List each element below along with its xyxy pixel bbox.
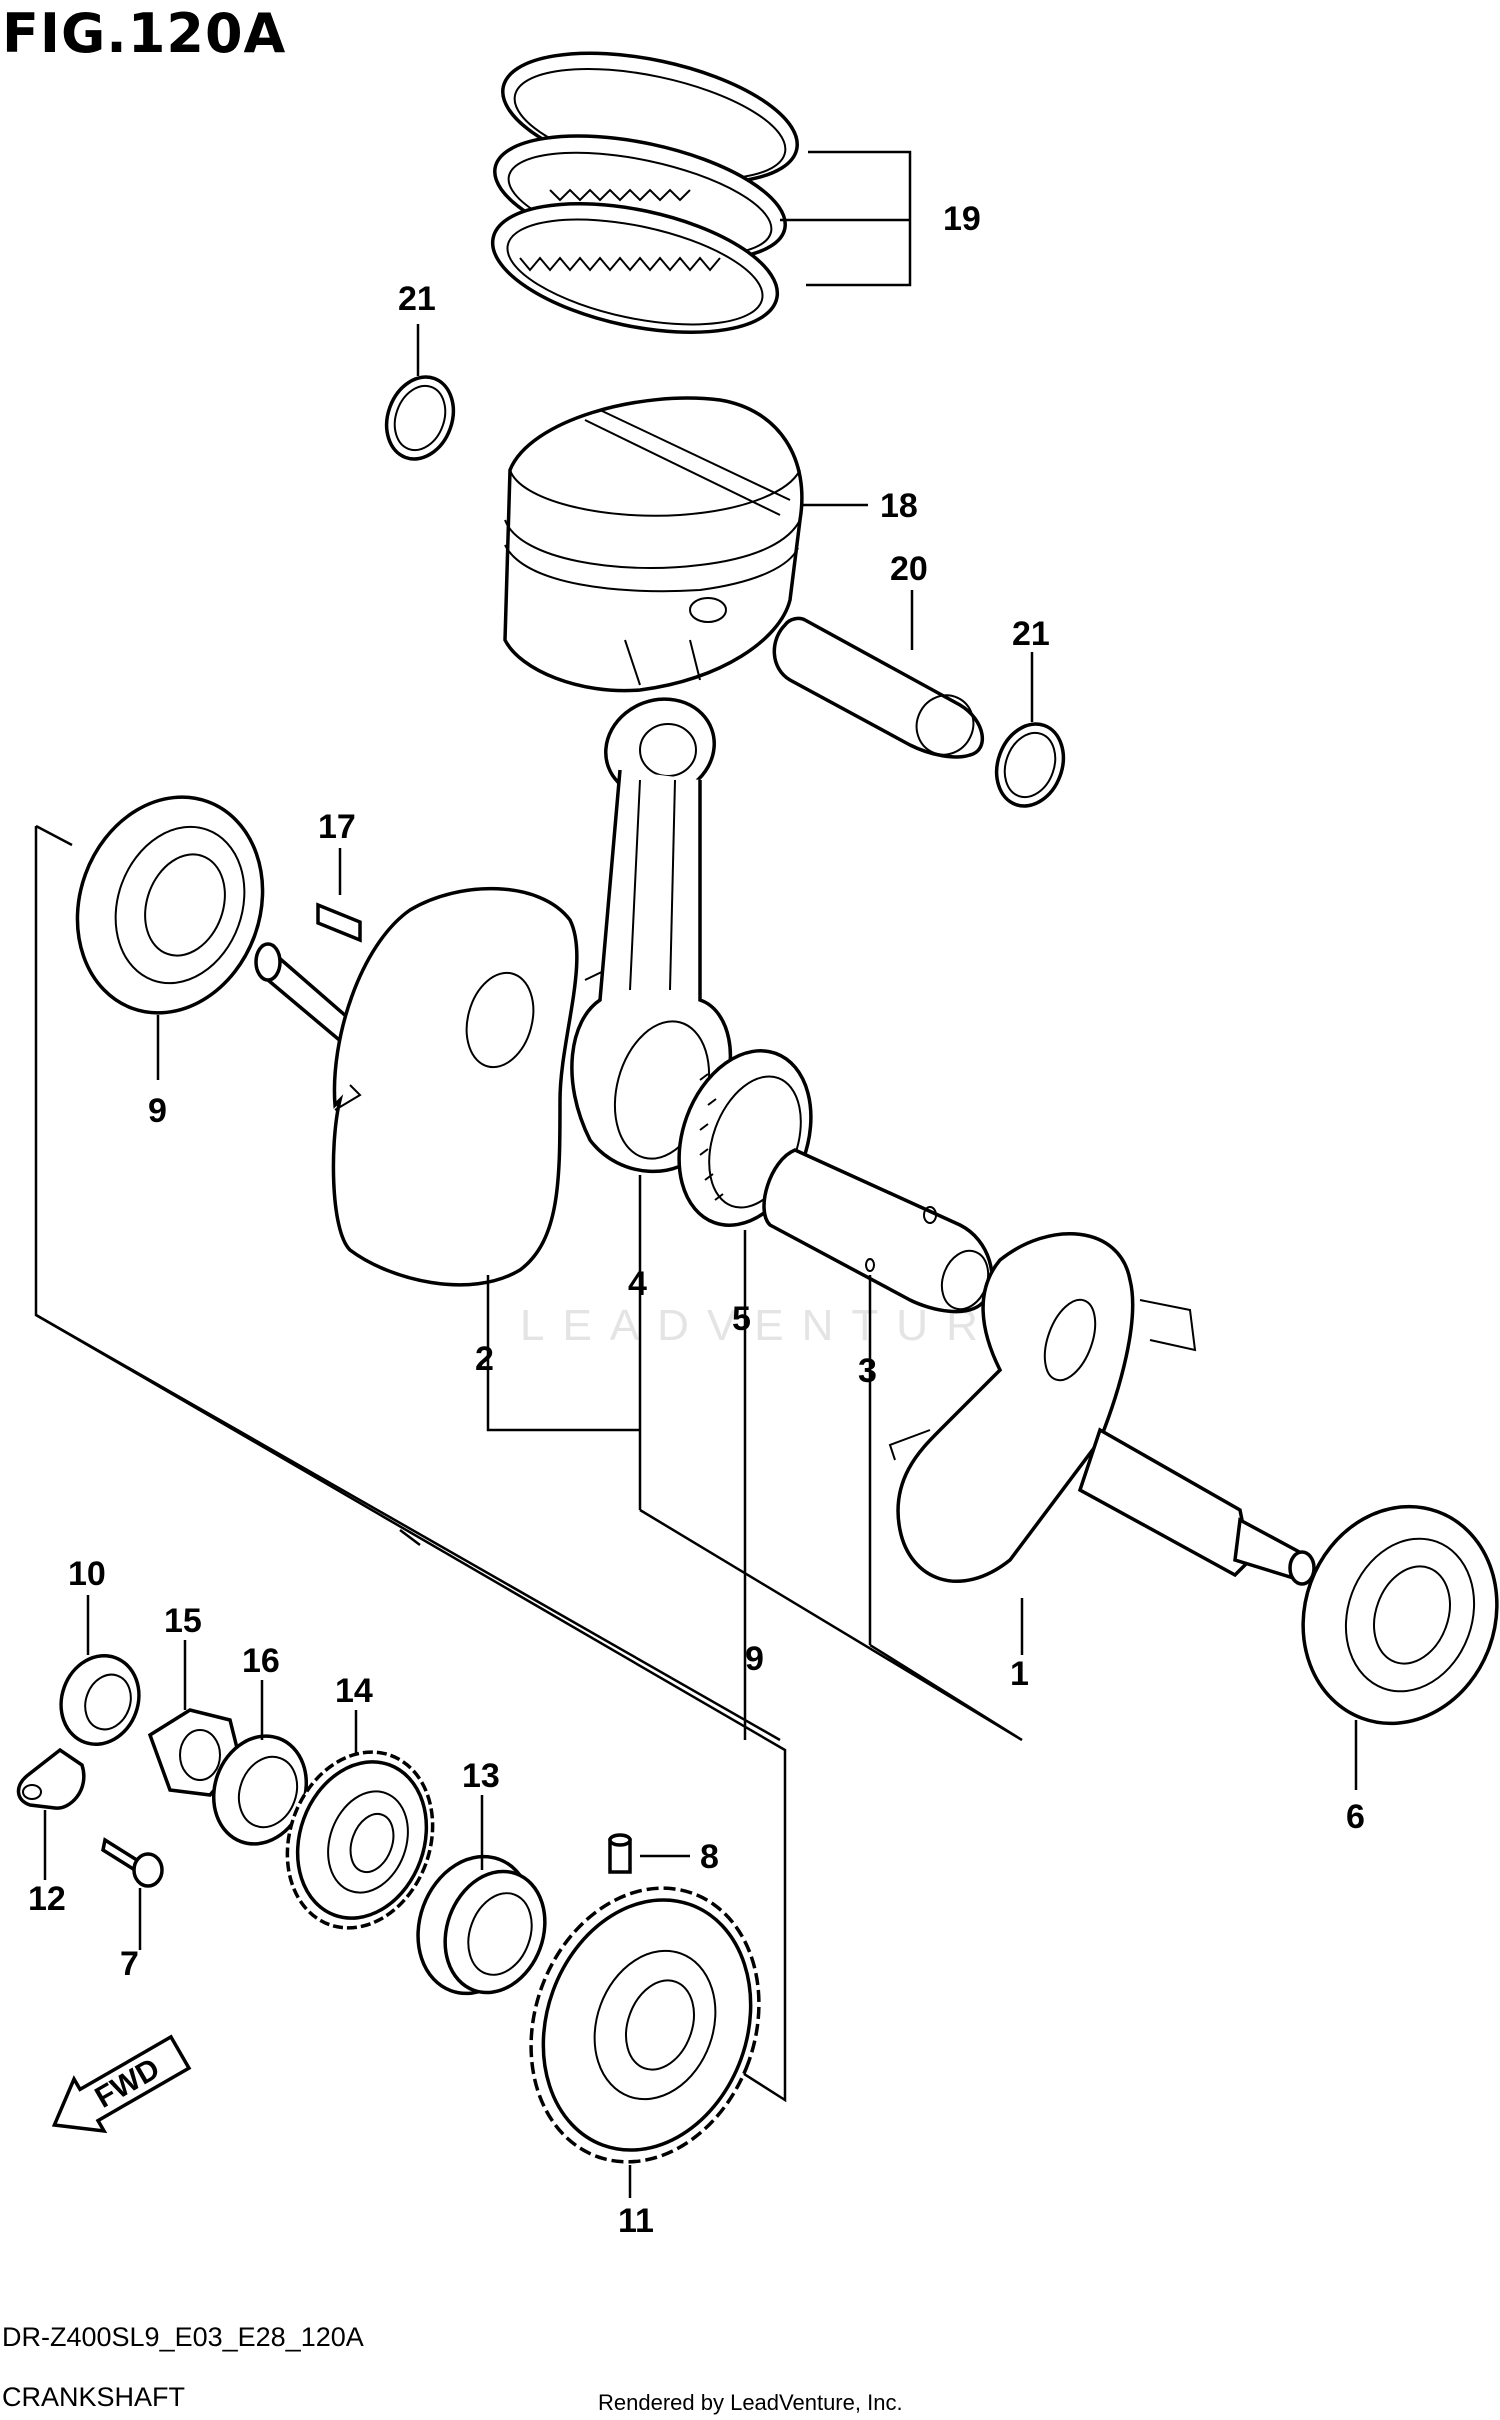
piston-pin[interactable] xyxy=(772,616,985,764)
oil-seal[interactable] xyxy=(49,1645,151,1756)
callout-21a: 21 xyxy=(398,280,436,318)
callout-17: 17 xyxy=(318,808,356,846)
callout-15: 15 xyxy=(164,1602,202,1640)
callout-12: 7 xyxy=(120,1945,139,1983)
render-credit: Rendered by LeadVenture, Inc. xyxy=(598,2390,903,2415)
dowel-pin[interactable] xyxy=(608,1833,632,1874)
callout-4: 5 xyxy=(732,1300,751,1338)
primary-drive-gear[interactable] xyxy=(263,1731,456,1948)
forward-direction-arrow: FWD xyxy=(51,2034,192,2134)
callout-2: 4 xyxy=(628,1265,647,1303)
callout-20: 20 xyxy=(890,550,928,588)
callout-16: 16 xyxy=(242,1642,280,1680)
balancer-drive-gear[interactable] xyxy=(494,1856,796,2194)
circlip-left[interactable] xyxy=(376,368,465,469)
piston-rings[interactable] xyxy=(481,30,809,355)
circlip-right[interactable] xyxy=(986,715,1075,816)
figure-title: FIG.120A xyxy=(2,2,286,65)
piston[interactable] xyxy=(503,396,804,693)
callout-13: 13 xyxy=(462,1757,500,1795)
leader-5 xyxy=(486,1275,640,1432)
callout-9b: 6 xyxy=(1346,1798,1365,1836)
callout-1: 9 xyxy=(745,1640,764,1678)
callout-6: 1 xyxy=(1010,1655,1029,1693)
leader-19 xyxy=(780,150,912,287)
woodruff-key[interactable] xyxy=(316,902,362,943)
crankshaft-left-half[interactable] xyxy=(254,886,651,1287)
callout-21b: 21 xyxy=(1012,615,1050,653)
callout-5: 2 xyxy=(475,1340,494,1378)
callout-7: 11 xyxy=(618,2202,654,2240)
bearing-left[interactable] xyxy=(48,771,292,1039)
callout-3: 3 xyxy=(858,1352,877,1390)
model-code: DR-Z400SL9_E03_E28_120A xyxy=(2,2322,364,2352)
callout-9a: 9 xyxy=(148,1092,167,1130)
lock-plate[interactable] xyxy=(16,1747,86,1810)
callout-18: 18 xyxy=(880,487,918,525)
callout-19: 19 xyxy=(943,200,981,238)
section-name: CRANKSHAFT xyxy=(2,2382,185,2412)
gear-bearing[interactable] xyxy=(399,1840,561,2009)
callout-10: 10 xyxy=(68,1555,106,1593)
crankshaft-right-half[interactable] xyxy=(888,1232,1316,1586)
bearing-right[interactable] xyxy=(1273,1479,1500,1751)
callout-8: 8 xyxy=(700,1838,719,1876)
callout-14: 14 xyxy=(335,1672,373,1710)
callout-11: 12 xyxy=(28,1880,66,1918)
screw[interactable] xyxy=(101,1837,164,1888)
crank-pin[interactable] xyxy=(762,1148,996,1316)
